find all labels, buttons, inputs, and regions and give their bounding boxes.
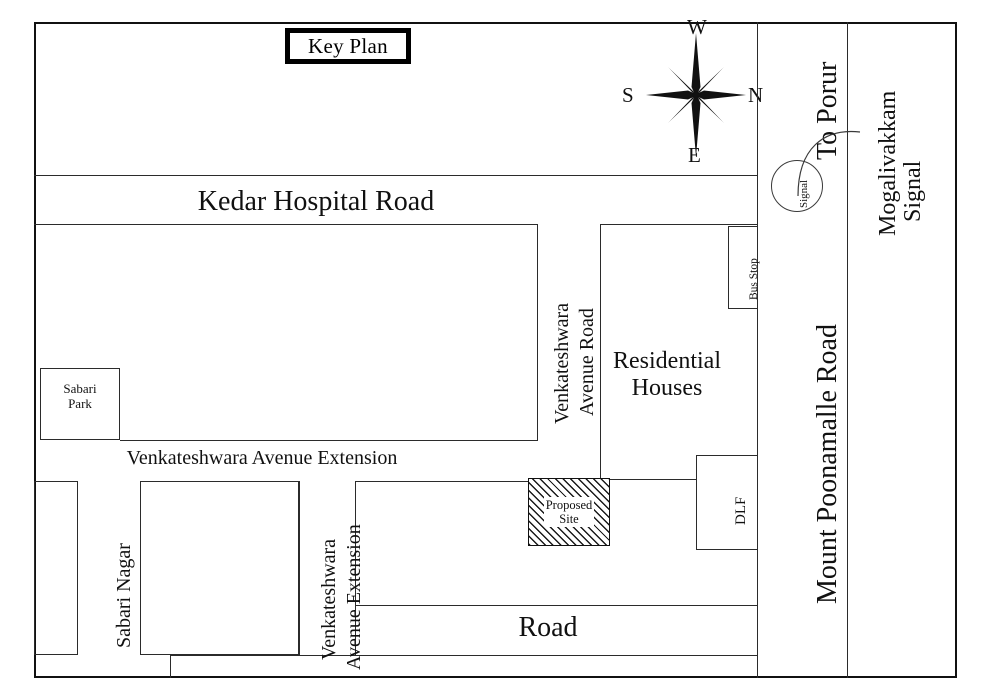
south-block-top-edge [355, 481, 535, 482]
venk-ave-ext-vertical-label-line1: Venkateshwara [318, 538, 340, 660]
bottom-road-south-edge [170, 655, 758, 656]
kedar-hospital-road-label: Kedar Hospital Road [197, 186, 435, 217]
mogalivakkam-signal-label-line1: Mogalivakkam [875, 90, 901, 236]
venkateshwara-avenue-road-east-edge [600, 224, 601, 480]
bottom-road-label: Road [518, 612, 578, 643]
to-porur-label: To Porur [812, 61, 843, 160]
mogalivakkam-signal-label-line2: Signal [900, 160, 926, 222]
venk-ave-ext-vertical-east-edge [355, 481, 356, 655]
bottom-strip-west-edge [170, 655, 171, 678]
southwest-strip-plot [34, 481, 78, 655]
bus-stop-plot [728, 226, 758, 309]
venk-ave-ext-horizontal-label: Venkateshwara Avenue Extension [126, 447, 398, 469]
venkateshwara-avenue-road-label-line2: Avenue Road [576, 308, 598, 416]
compass-rose-star-icon [646, 33, 746, 157]
kedar-hospital-road-north-edge [34, 175, 757, 176]
mount-poonamalle-road-label: Mount Poonamalle Road [812, 324, 843, 604]
signal-marker-circle [771, 160, 823, 212]
compass-label-left: S [622, 83, 634, 107]
residential-block-top-edge [600, 224, 757, 225]
bottom-road-north-edge [355, 605, 758, 606]
compass-label-right: N [748, 83, 764, 107]
bus-stop-label: Bus Stop [748, 258, 760, 300]
compass-rose: W S N E [622, 15, 763, 167]
venk-ave-ext-vertical-west-edge [299, 481, 300, 655]
proposed-site-parcel: Proposed Site [528, 478, 610, 546]
dlf-block-east-connector [757, 550, 758, 605]
venkateshwara-avenue-road-label-line1: Venkateshwara [551, 302, 573, 424]
southeast-block-upper-edge [600, 479, 696, 480]
northwest-block-top-edge [34, 224, 537, 225]
northwest-block-bottom-edge [120, 440, 537, 441]
proposed-site-label: Proposed Site [543, 496, 595, 528]
northwest-block-east-edge [537, 224, 538, 441]
compass-label-top: W [687, 15, 707, 39]
key-plan-title-box: Key Plan [285, 28, 411, 64]
southwest-block-plot [140, 481, 299, 655]
sabari-nagar-label: Sabari Nagar [113, 543, 135, 648]
signal-marker-label: Signal [798, 179, 810, 208]
dlf-label: DLF [733, 496, 749, 525]
residential-houses-label: Residential Houses [613, 348, 721, 401]
venk-ave-ext-vertical-label-line2: Avenue Extension [343, 524, 365, 670]
mount-poonamalle-road-west-edge [757, 22, 758, 678]
compass-label-bottom: E [688, 143, 701, 167]
sabari-park-label: Sabari Park [63, 381, 97, 412]
bottom-strip-east-edge [757, 655, 758, 678]
sabari-park-plot [40, 368, 120, 440]
dlf-plot [696, 455, 758, 550]
mount-poonamalle-road-east-edge [847, 22, 848, 678]
map-outer-border [34, 22, 957, 678]
key-plan-title-text: Key Plan [308, 33, 388, 58]
